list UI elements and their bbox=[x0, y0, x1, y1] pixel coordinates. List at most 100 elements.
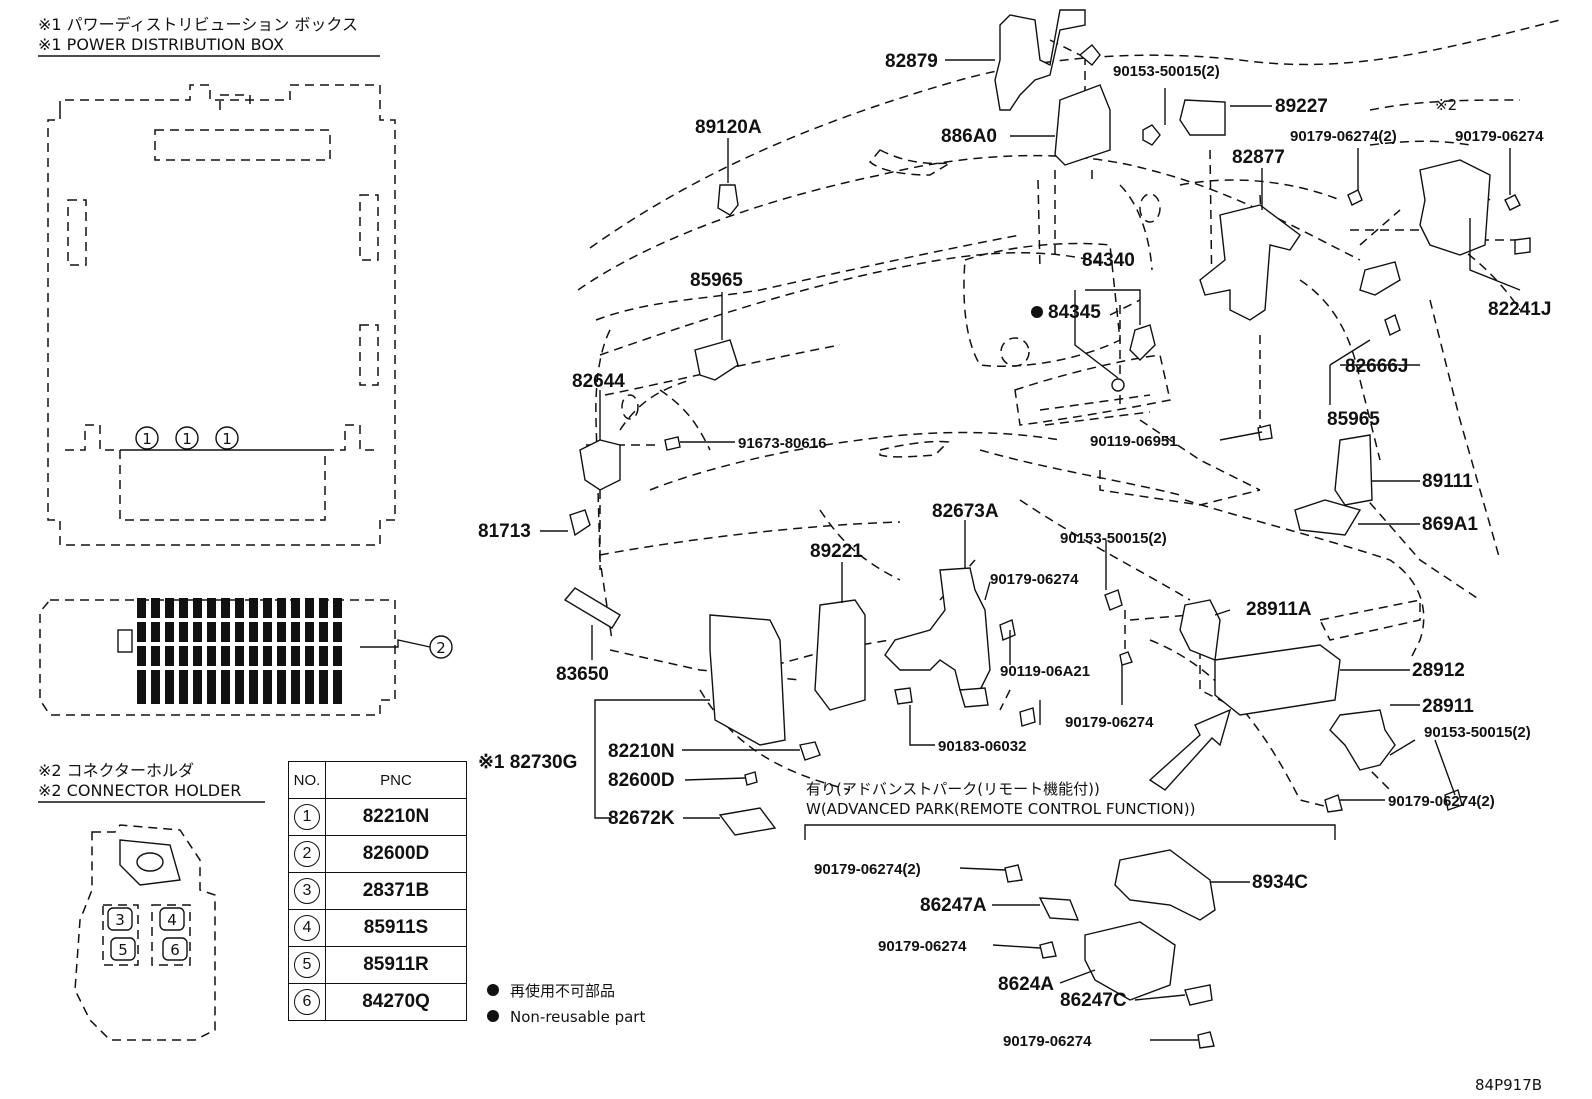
label-886A0: 886A0 bbox=[941, 126, 997, 147]
power-distribution-box-top-view bbox=[47, 84, 396, 546]
fuse-slot bbox=[137, 598, 146, 618]
fuse-slot bbox=[179, 670, 188, 704]
label-84340: 84340 bbox=[1082, 250, 1135, 271]
label-86247C: 86247C bbox=[1060, 990, 1127, 1011]
label-90179-06274-e: 90179-06274(2) bbox=[1388, 793, 1495, 810]
svg-text:1: 1 bbox=[182, 430, 192, 448]
table-row: 6 84270Q bbox=[288, 983, 467, 1021]
fuse-slot bbox=[207, 598, 216, 618]
fuse-slot bbox=[249, 646, 258, 666]
table-row: 4 85911S bbox=[288, 909, 467, 947]
label-90119-06951: 90119-06951 bbox=[1090, 433, 1178, 450]
label-85965-a: 85965 bbox=[690, 270, 743, 291]
row-pnc: 82210N bbox=[325, 798, 467, 836]
fuse-slot bbox=[137, 646, 146, 666]
label-90153-50015-c: 90153-50015(2) bbox=[1424, 724, 1531, 741]
fuse-slot bbox=[277, 646, 286, 666]
fuse-slot bbox=[165, 646, 174, 666]
module-89111 bbox=[1334, 434, 1373, 506]
fuse-slot bbox=[277, 670, 286, 704]
fuse-slot bbox=[221, 598, 230, 618]
part-85965-b bbox=[1359, 261, 1401, 296]
bracket-82673A bbox=[884, 567, 991, 691]
bracket-28911A bbox=[1179, 599, 1221, 661]
label-90153-50015-b: 90153-50015(2) bbox=[1060, 530, 1167, 547]
non-reusable-dot-icon bbox=[487, 1010, 499, 1022]
fuse-slot bbox=[221, 646, 230, 666]
fuse-slot bbox=[263, 622, 272, 642]
option-en: W(ADVANCED PARK(REMOTE CONTROL FUNCTION)… bbox=[806, 800, 1195, 818]
label-85965-b: 85965 bbox=[1327, 409, 1380, 430]
fuse-slot bbox=[221, 622, 230, 642]
fuse-slot bbox=[305, 598, 314, 618]
label-90179-06274-f: 90179-06274(2) bbox=[814, 861, 921, 878]
pdb-title-jp: ※1 パワーディストリビューション ボックス bbox=[38, 15, 358, 34]
label-82730G: ※1 82730G bbox=[478, 752, 577, 773]
table-row: 2 82600D bbox=[288, 835, 467, 873]
row-number: 2 bbox=[294, 841, 320, 867]
label-90179-06274-h: 90179-06274 bbox=[1003, 1033, 1092, 1050]
fuse-slot bbox=[319, 622, 328, 642]
label-82210N: 82210N bbox=[608, 741, 675, 762]
fuse-slot bbox=[165, 622, 174, 642]
label-90179-06274-d: 90179-06274 bbox=[1065, 714, 1154, 731]
row-number: 6 bbox=[294, 989, 320, 1015]
power-distribution-box-side-view: 2 bbox=[39, 598, 453, 716]
svg-text:3: 3 bbox=[115, 911, 125, 929]
fuse-slot bbox=[193, 670, 202, 704]
label-89221: 89221 bbox=[810, 541, 863, 562]
label-mark-2: ※2 bbox=[1435, 96, 1457, 114]
fuse-slot bbox=[291, 646, 300, 666]
fuse-slot bbox=[333, 670, 342, 704]
fuse-slot bbox=[193, 598, 202, 618]
leader-lines bbox=[540, 59, 1521, 1041]
row-pnc: 28371B bbox=[325, 872, 467, 910]
connector-82644 bbox=[579, 439, 621, 491]
option-jp: 有り(アドバンストパーク(リモート機能付)) bbox=[806, 780, 1100, 798]
label-86247A: 86247A bbox=[920, 895, 987, 916]
fuse-slot bbox=[235, 622, 244, 642]
fuse-slot bbox=[165, 670, 174, 704]
row-number: 5 bbox=[294, 952, 320, 978]
pnc-table: NO. PNC 1 82210N 2 82600D 3 28371B 4 859… bbox=[288, 761, 467, 1021]
part-869A1 bbox=[1294, 499, 1362, 536]
fuse-slot bbox=[305, 646, 314, 666]
fuse-slot bbox=[319, 670, 328, 704]
module-8624A bbox=[1084, 921, 1176, 1001]
bracket-82877 bbox=[1199, 204, 1301, 321]
holder-callouts: 3 4 5 6 bbox=[107, 907, 188, 961]
fuse-slot bbox=[179, 622, 188, 642]
bracket-28911 bbox=[1329, 709, 1396, 771]
svg-text:5: 5 bbox=[118, 941, 128, 959]
fuse-slot bbox=[319, 646, 328, 666]
part-85965-a bbox=[694, 339, 739, 381]
fuse-slot bbox=[151, 622, 160, 642]
legend-jp: 再使用不可部品 bbox=[510, 982, 615, 1000]
fuse-slot bbox=[319, 598, 328, 618]
label-869A1: 869A1 bbox=[1422, 514, 1478, 535]
label-82672K: 82672K bbox=[608, 808, 675, 829]
fuse-slot bbox=[193, 622, 202, 642]
svg-text:1: 1 bbox=[142, 430, 152, 448]
fuse-slot bbox=[151, 598, 160, 618]
col-pnc-header: PNC bbox=[325, 761, 467, 799]
clip-89120A bbox=[717, 184, 739, 216]
label-28911A: 28911A bbox=[1246, 599, 1312, 620]
legend-en: Non-reusable part bbox=[510, 1008, 645, 1026]
fuse-slot bbox=[165, 598, 174, 618]
svg-text:6: 6 bbox=[170, 941, 180, 959]
label-90153-50015-a: 90153-50015(2) bbox=[1113, 63, 1220, 80]
col-no-header: NO. bbox=[288, 761, 326, 799]
label-82879: 82879 bbox=[885, 51, 938, 72]
fuse-slot bbox=[291, 598, 300, 618]
table-row: 1 82210N bbox=[288, 798, 467, 836]
table-row: 3 28371B bbox=[288, 872, 467, 910]
label-90179-06274-g: 90179-06274 bbox=[878, 938, 967, 955]
label-90179-06274-b: 90179-06274 bbox=[1455, 128, 1544, 145]
fuse-slot bbox=[151, 646, 160, 666]
clip-81713 bbox=[569, 509, 591, 537]
module-28912 bbox=[1214, 644, 1341, 716]
parts bbox=[563, 9, 1531, 1049]
label-82673A: 82673A bbox=[932, 501, 999, 522]
